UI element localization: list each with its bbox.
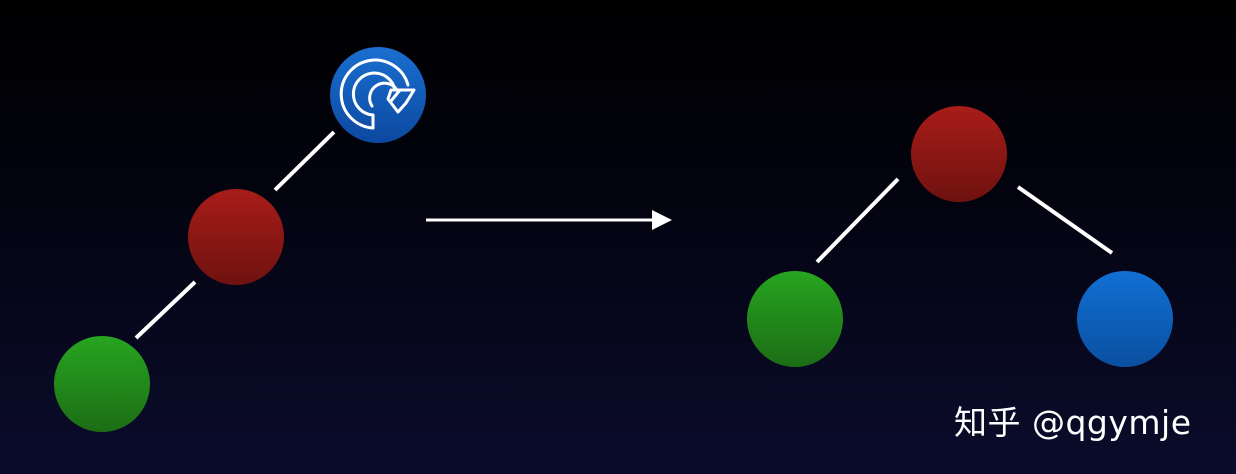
node-right-blue: [1077, 271, 1173, 367]
node-top-blue: [330, 47, 426, 143]
edge-middle-bottom: [134, 280, 197, 340]
watermark-text: 知乎 @qgymje: [954, 403, 1192, 442]
before-tree: [54, 47, 426, 432]
edge-top-middle: [273, 130, 336, 192]
transform-arrow: [426, 210, 672, 230]
node-bottom-green: [54, 336, 150, 432]
after-tree: [747, 106, 1173, 367]
node-left-green: [747, 271, 843, 367]
node-root-red: [911, 106, 1007, 202]
edge-root-right: [1016, 185, 1114, 255]
edge-root-left: [815, 177, 900, 264]
node-middle-red: [188, 189, 284, 285]
rotate-clockwise-icon: [339, 58, 416, 130]
